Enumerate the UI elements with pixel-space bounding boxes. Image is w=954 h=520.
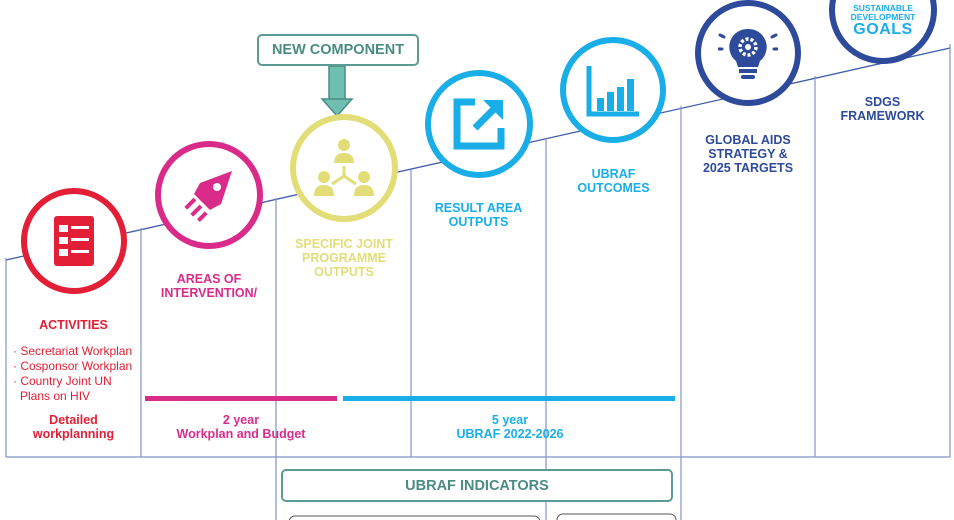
activities-list: · Secretariat Workplan · Cosponsor Workp… [12, 344, 140, 404]
timeframe-detailed: Detailed workplanning [10, 413, 137, 441]
timeframe-line: UBRAF 2022-2026 [456, 427, 564, 441]
external-link-icon [453, 98, 505, 150]
checklist-icon [54, 216, 94, 266]
indicator-sub-box [288, 515, 541, 520]
two-year-bar [145, 396, 337, 401]
ubraf-outcomes-circle [560, 37, 666, 143]
result-area-circle [425, 70, 533, 178]
bar-chart-icon [586, 66, 639, 117]
down-arrow-icon [320, 65, 354, 118]
list-item: · Country Joint UN Plans on HIV [13, 374, 112, 403]
list-item: · Secretariat Workplan [13, 344, 133, 358]
rocket-icon [184, 171, 232, 222]
timeframe-five-year: 5 year UBRAF 2022-2026 [430, 413, 590, 441]
timeframe-line: workplanning [32, 427, 115, 441]
timeframe-two-year: 2 year Workplan and Budget [161, 413, 321, 441]
joint-programme-circle [290, 114, 398, 222]
intervention-circle [155, 141, 263, 249]
activities-title: ACTIVITIES [39, 318, 108, 332]
list-item: · Cosponsor Workplan [13, 359, 133, 373]
sdg-logo-line2: DEVELOPMENT [850, 12, 916, 22]
indicator-sub-box [556, 513, 677, 520]
sdg-logo-line3: GOALS [853, 21, 913, 38]
sdg-logo-line1: SUSTAINABLE [853, 3, 913, 13]
timeframe-line: 2 year [222, 413, 260, 427]
sdg-logo: SUSTAINABLE DEVELOPMENT GOALS [851, 4, 916, 38]
timeframe-line: 5 year [491, 413, 529, 427]
global-aids-circle [695, 0, 801, 106]
five-year-bar [343, 396, 675, 401]
new-component-label: NEW COMPONENT [257, 34, 419, 66]
timeframe-line: Workplan and Budget [176, 427, 306, 441]
ubraf-indicators-label: UBRAF INDICATORS [281, 469, 673, 502]
lightbulb-gear-icon [718, 28, 778, 79]
activities-circle [21, 188, 127, 294]
timeframe-line: Detailed [49, 413, 98, 427]
team-network-icon [314, 139, 374, 196]
